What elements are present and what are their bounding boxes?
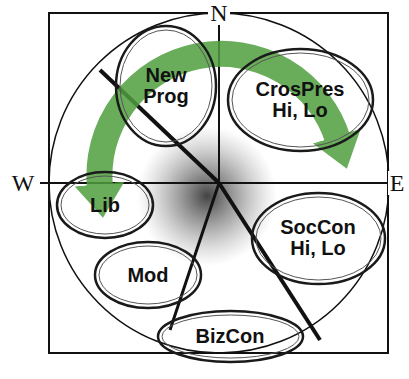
petal-region: New Prog xyxy=(114,24,218,148)
petal-inner xyxy=(232,53,369,147)
petal-region: Mod xyxy=(93,240,203,310)
petal-inner xyxy=(61,176,149,234)
petal-region: BizCon xyxy=(156,309,305,364)
region-label: Lib xyxy=(85,195,125,216)
petal-region: SocCon Hi, Lo xyxy=(250,191,387,286)
region-label: Mod xyxy=(118,265,178,286)
compass-letter: W xyxy=(10,171,37,195)
petal-inner xyxy=(99,246,197,304)
diagonal-axis xyxy=(170,183,219,330)
petal-outer xyxy=(57,172,153,238)
petal-outer xyxy=(228,49,373,151)
petal-outer xyxy=(95,242,201,308)
petal-outer xyxy=(252,193,385,284)
petal-inner xyxy=(162,315,299,358)
petal-region: Lib xyxy=(55,170,155,240)
compass-letter: N xyxy=(208,1,229,25)
region-label: CrosPres Hi, Lo xyxy=(250,79,350,121)
petal-region: CrosPres Hi, Lo xyxy=(226,47,375,153)
region-label: BizCon xyxy=(190,326,270,347)
petal-outer xyxy=(116,26,216,146)
region-label: New Prog xyxy=(138,65,194,107)
petal-inner xyxy=(120,30,212,142)
region-label: SocCon Hi, Lo xyxy=(276,217,360,259)
compass-letter: E xyxy=(388,171,407,195)
petal-inner xyxy=(256,197,381,280)
petal-outer xyxy=(158,311,303,362)
